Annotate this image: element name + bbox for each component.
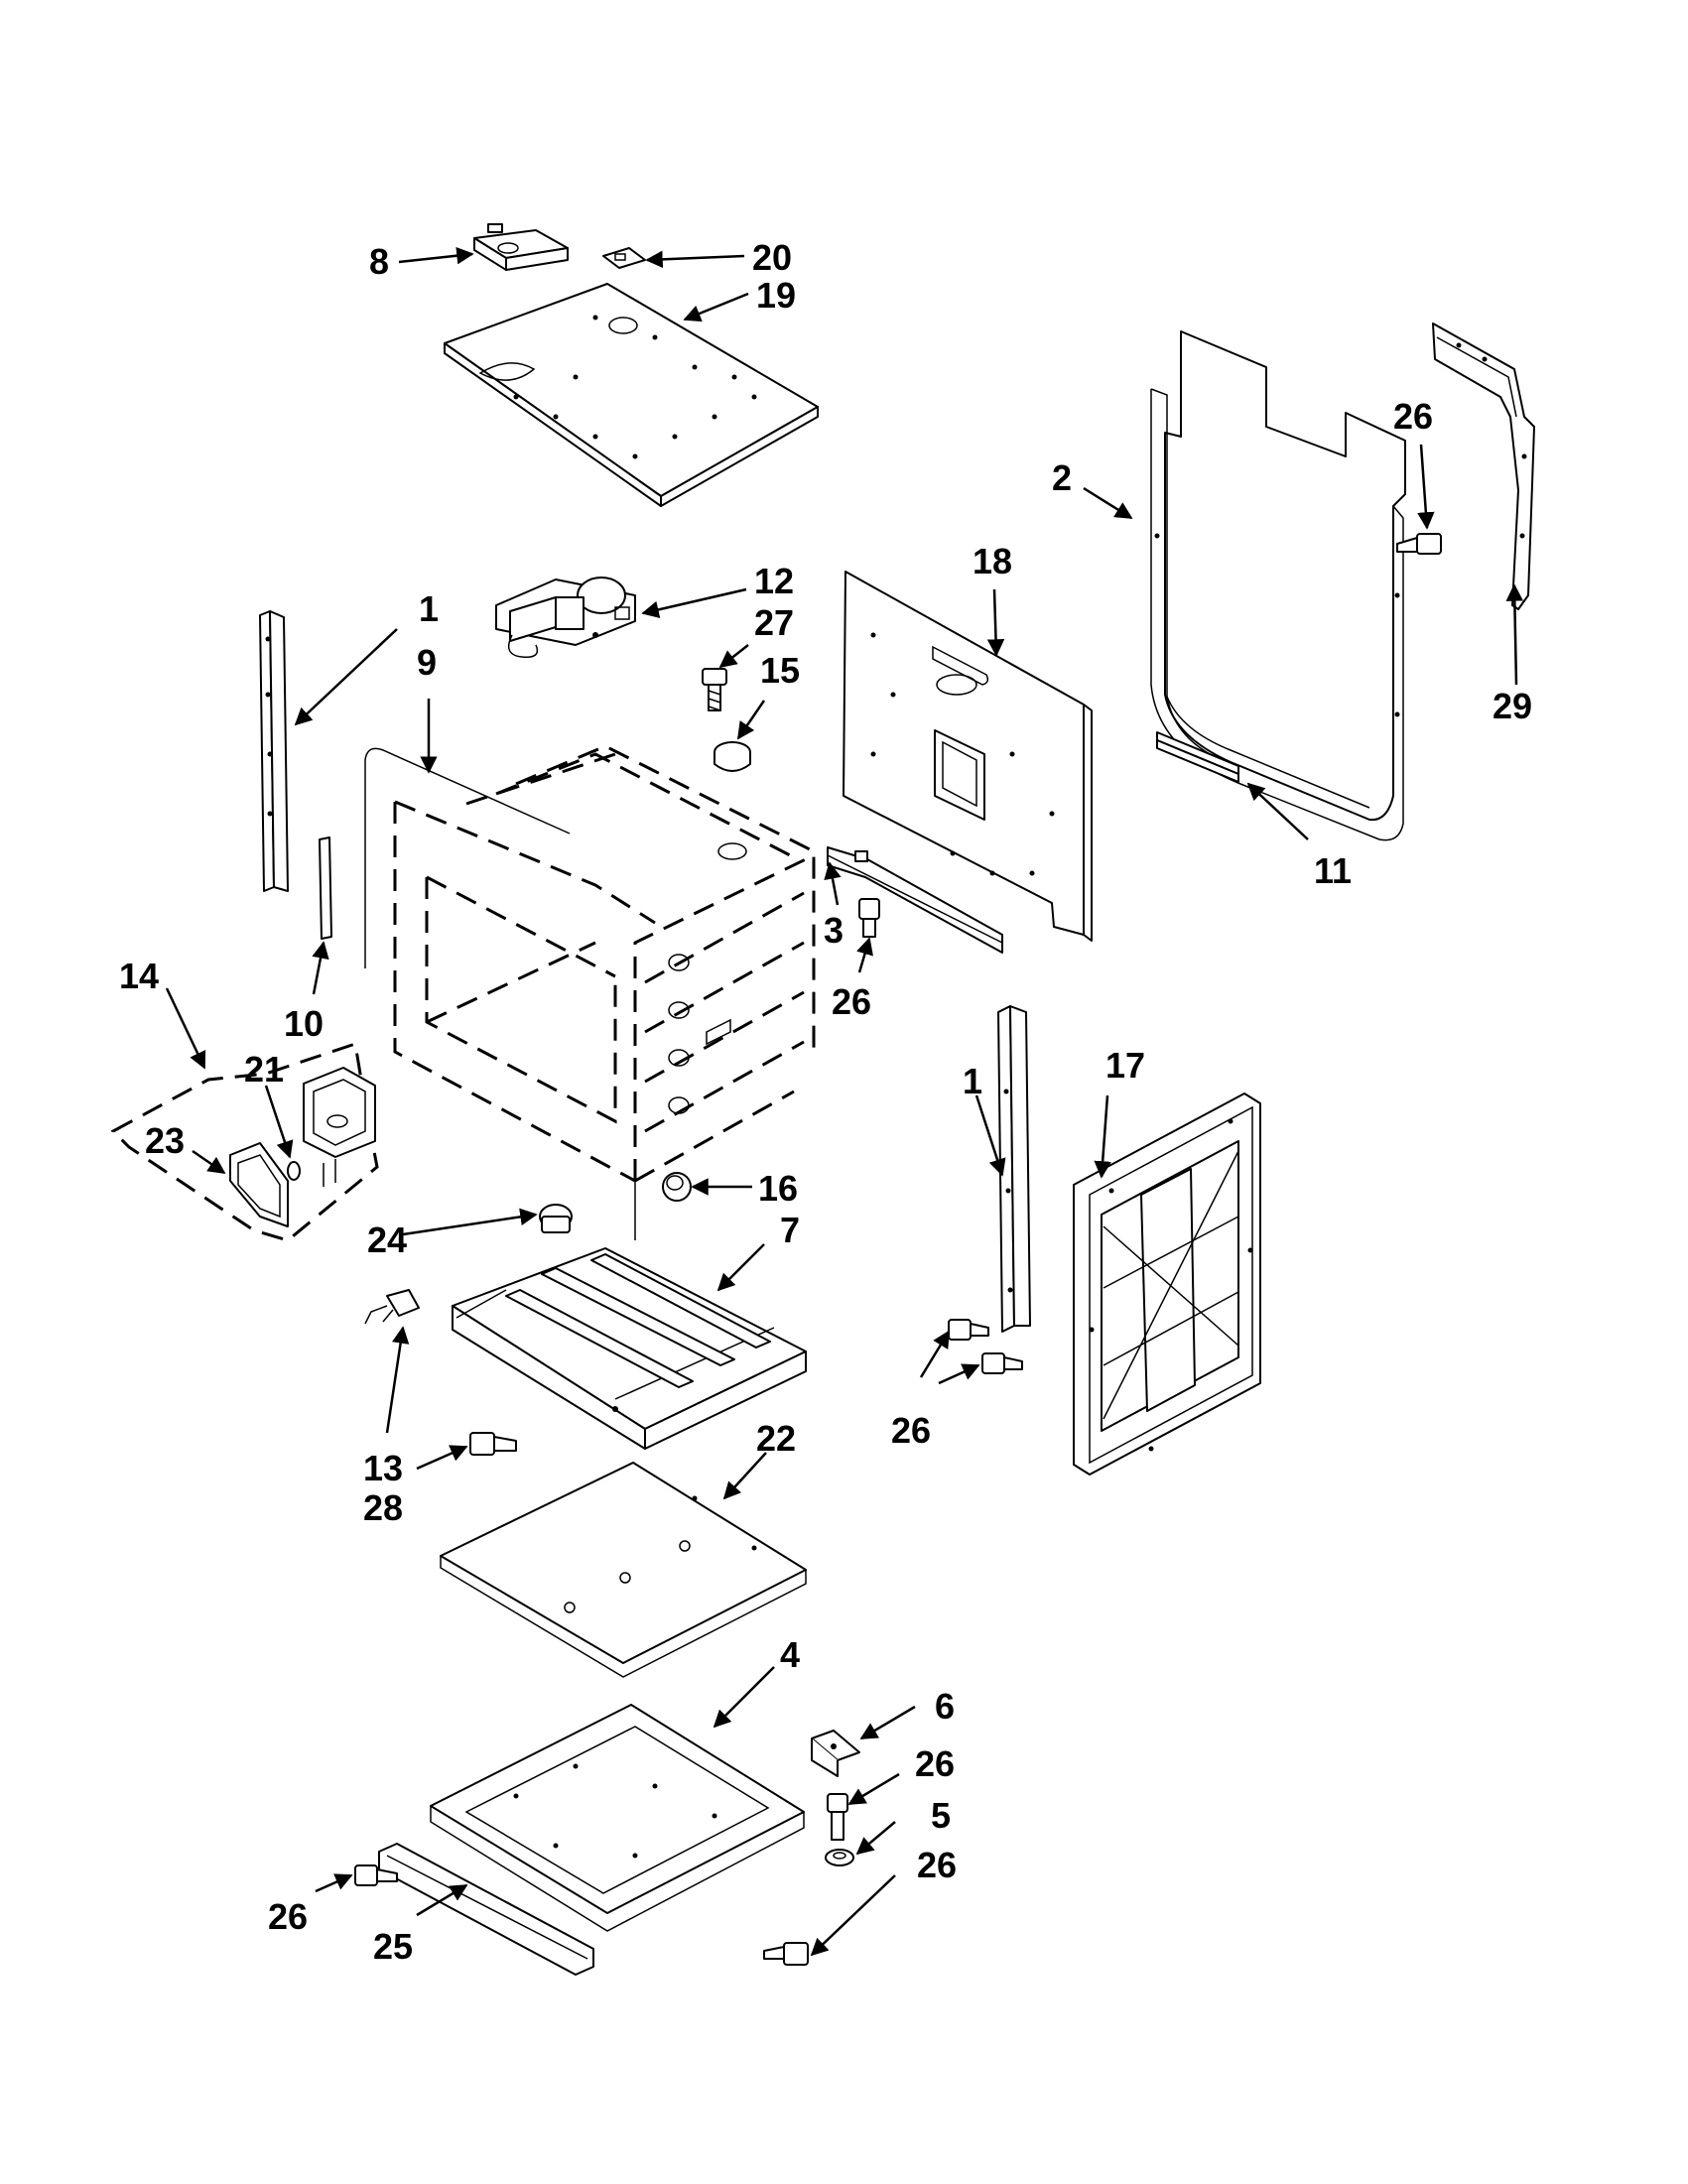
panel-19-holes (513, 315, 757, 459)
label-26-d: 26 (915, 1743, 955, 1784)
light-housing[interactable] (303, 1067, 376, 1187)
tray-7-ribs (505, 1253, 771, 1388)
part-22-bottom-panel[interactable] (440, 1462, 807, 1678)
label-10: 10 (284, 1003, 324, 1044)
part-4-base-frame[interactable] (430, 1704, 805, 1932)
label-11: 11 (1314, 850, 1352, 891)
part-13-switch[interactable] (364, 1289, 420, 1325)
part-26-screw-center[interactable] (858, 898, 880, 938)
label-28: 28 (363, 1487, 403, 1528)
label-17: 17 (1105, 1045, 1145, 1086)
part-14-light-assembly[interactable] (110, 1042, 379, 1242)
label-1-b: 1 (963, 1061, 982, 1101)
label-19: 19 (756, 275, 796, 316)
part-5-foot[interactable] (825, 1849, 854, 1866)
label-6: 6 (935, 1686, 955, 1727)
frame-4-holes (513, 1763, 717, 1859)
label-2: 2 (1052, 457, 1072, 498)
part-28-screw[interactable] (469, 1432, 517, 1456)
label-14: 14 (119, 956, 159, 996)
label-21: 21 (244, 1049, 284, 1090)
label-27: 27 (754, 602, 794, 643)
label-7: 7 (780, 1210, 800, 1250)
door-17-holes (1089, 1118, 1253, 1452)
label-25: 25 (373, 1926, 413, 1967)
label-20: 20 (752, 237, 792, 278)
part-12-blower-assembly[interactable] (495, 577, 636, 658)
label-4: 4 (780, 1634, 800, 1675)
label-26-b: 26 (832, 981, 871, 1022)
part-1-left-bracket[interactable] (259, 610, 289, 892)
part-8-bracket[interactable] (473, 223, 569, 271)
part-27-screw[interactable] (702, 668, 727, 711)
label-26-c: 26 (891, 1410, 931, 1451)
label-3: 3 (824, 910, 844, 951)
part-16-grommet[interactable] (662, 1172, 692, 1202)
part-26-screw-bottom-right[interactable] (763, 1942, 809, 1966)
label-12: 12 (754, 561, 794, 601)
label-24: 24 (367, 1220, 407, 1260)
label-15: 15 (760, 650, 800, 691)
part-9-oven-liner[interactable] (364, 744, 816, 1240)
label-23: 23 (145, 1120, 185, 1161)
label-29: 29 (1493, 686, 1532, 726)
part-23-lens[interactable] (229, 1142, 289, 1227)
part-26-screw-right-lower[interactable] (981, 1352, 1023, 1374)
panel-18-holes (870, 632, 1055, 876)
part-20-plate[interactable] (602, 247, 646, 269)
label-5: 5 (931, 1795, 951, 1836)
label-1-a: 1 (419, 588, 439, 629)
part-24-connector[interactable] (539, 1204, 573, 1233)
label-26-f: 26 (268, 1896, 308, 1937)
label-16: 16 (758, 1168, 798, 1209)
leader-lines (165, 246, 1524, 1957)
label-9: 9 (417, 642, 437, 683)
part-11-strip[interactable] (1156, 731, 1239, 783)
callout-labels: 8 20 19 2 26 29 12 27 15 18 1 9 11 3 26 … (119, 237, 1532, 1967)
label-18: 18 (973, 541, 1012, 581)
part-18-rear-panel[interactable] (843, 571, 1093, 942)
part-17-door-frame[interactable] (1073, 1092, 1261, 1476)
part-15-grommet[interactable] (714, 741, 751, 772)
part-2-back-panel[interactable] (1150, 330, 1406, 841)
part-29-trim-strip[interactable] (1432, 322, 1535, 610)
label-22: 22 (756, 1418, 796, 1459)
label-26-e: 26 (917, 1845, 957, 1885)
part-7-bottom-tray[interactable] (452, 1247, 807, 1450)
part-10-strip[interactable] (319, 836, 332, 940)
part-26-screw-bottom-left[interactable] (354, 1864, 398, 1886)
part-26-screw-top-right[interactable] (1396, 533, 1442, 555)
part-1-right-bracket[interactable] (997, 1005, 1031, 1333)
label-13: 13 (363, 1448, 403, 1488)
part-21-bulb[interactable] (287, 1161, 301, 1181)
part-6-bracket[interactable] (811, 1730, 860, 1777)
label-8: 8 (369, 241, 389, 282)
part-26-screw-leveler[interactable] (827, 1793, 848, 1841)
part-26-screw-right-upper[interactable] (948, 1319, 989, 1341)
part-19-top-panel[interactable] (444, 283, 819, 507)
label-26-a: 26 (1393, 396, 1433, 437)
